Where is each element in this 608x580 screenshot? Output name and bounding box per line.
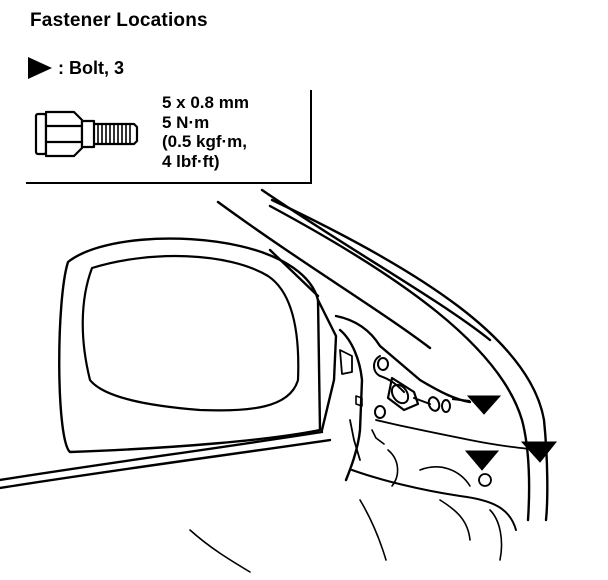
bolt-size: 5 x 0.8 mm	[162, 93, 249, 112]
bolt-torque-lbfft: 4 lbf·ft)	[162, 151, 220, 171]
bolt-arrow-right	[520, 441, 558, 463]
triangle-arrow-icon	[28, 57, 52, 79]
legend-label: : Bolt, 3	[58, 57, 124, 78]
bolt-arrow-upper	[466, 395, 502, 415]
bolt-location-markers	[451, 395, 558, 471]
bolt-spec-box	[26, 90, 312, 184]
page-title: Fastener Locations	[30, 10, 208, 31]
legend: : Bolt, 3	[28, 56, 124, 80]
door-mirror-drawing	[0, 188, 549, 573]
bolt-torque-kgfm: (0.5 kgf·m,	[162, 132, 248, 151]
bolt-spec-text: 5 x 0.8 mm 5 N·m (0.5 kgf·m, 4 lbf·ft)	[162, 93, 249, 171]
bolt-icon	[34, 110, 139, 158]
bolt-torque-nm: 5 N·m	[162, 112, 210, 132]
bolt-arrow-lower	[464, 450, 500, 471]
